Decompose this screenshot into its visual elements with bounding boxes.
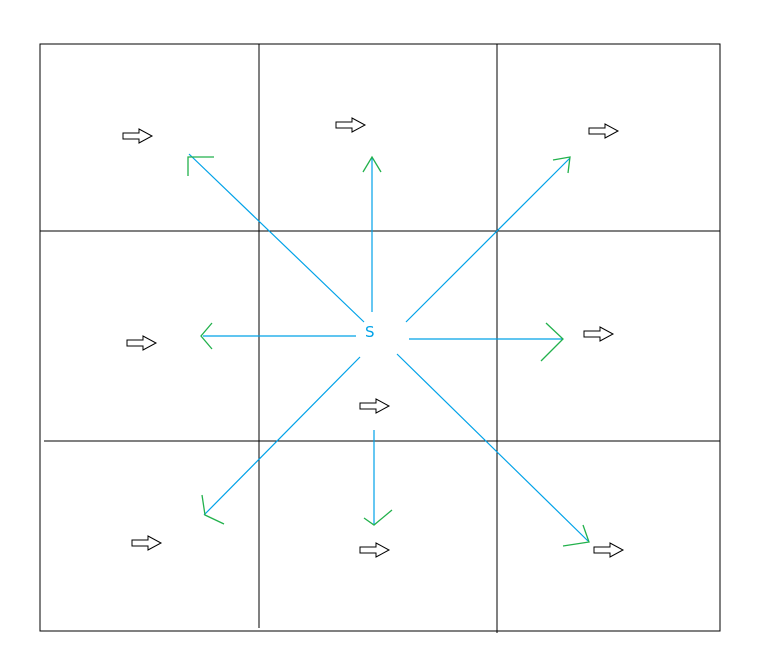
grid	[39, 43, 721, 633]
flow-arrow-icon	[131, 535, 162, 551]
arrowhead-south	[363, 509, 393, 526]
flow-arrow-icon	[359, 398, 390, 414]
vector-south-west	[203, 356, 361, 516]
arrowhead-north-east	[552, 156, 571, 174]
arrowhead-north-west	[187, 156, 214, 176]
flow-arrow-icon	[122, 128, 153, 144]
vector-north-east	[405, 157, 571, 323]
flow-arrow-icon	[588, 123, 619, 139]
flow-arrow-icon	[335, 117, 366, 133]
arrowhead-south-east	[562, 524, 590, 547]
flow-arrow-icon	[359, 542, 390, 558]
vector-south-east	[396, 353, 589, 542]
arrowhead-north	[362, 155, 382, 173]
grid-border	[39, 43, 721, 632]
arrowhead-west	[200, 322, 213, 350]
vector-north-west	[188, 153, 365, 323]
flow-arrow-icon	[593, 542, 624, 558]
arrowheads	[187, 155, 590, 547]
arrowhead-east	[540, 322, 564, 362]
vectors	[188, 153, 589, 542]
arrowhead-south-west	[201, 494, 225, 525]
source-label: S	[365, 323, 375, 341]
flow-arrow-icon	[126, 335, 157, 351]
flow-arrow-icon	[583, 326, 614, 342]
